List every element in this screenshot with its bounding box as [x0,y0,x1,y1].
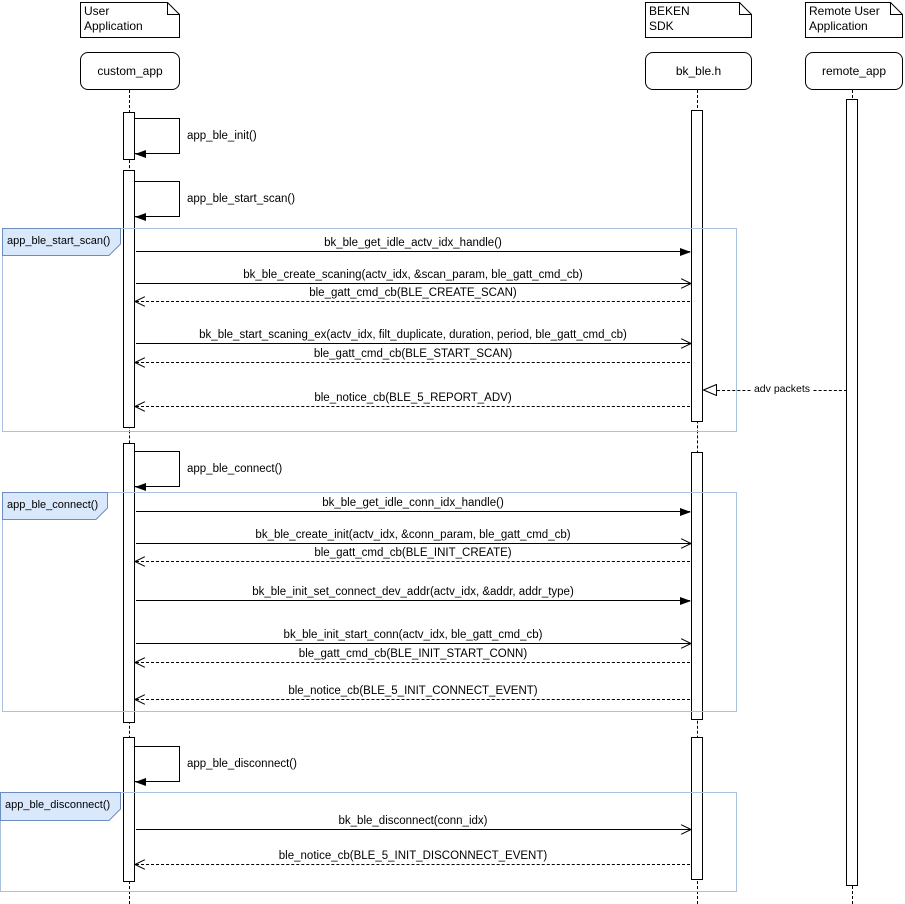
fragment-app-ble-start-scan [2,228,737,432]
message-line [136,643,690,644]
message-line [136,301,690,302]
activation-bar-bk-ble-disconnect [691,737,703,880]
message-label: bk_ble_create_scaning(actv_idx, &scan_pa… [243,269,583,281]
message-line [136,511,690,512]
note-icon [805,2,903,38]
note-line2: Application [84,19,143,33]
note-line2: Application [809,19,868,33]
self-message-app-ble-disconnect: app_ble_disconnect() [135,746,297,786]
participant-label: bk_ble.h [675,64,722,78]
activation-bar-custom-app-disconnect [123,737,135,882]
participant-box-custom-app: custom_app [80,52,180,90]
message-label: ble_gatt_cmd_cb(BLE_INIT_CREATE) [314,547,512,559]
fragment-app-ble-connect [2,492,737,712]
fragment-label-shape-icon [2,228,121,256]
message-label: bk_ble_start_scaning_ex(actv_idx, filt_d… [199,329,627,341]
message-line [136,662,690,663]
message-line [136,699,690,700]
message-label: bk_ble_init_start_conn(actv_idx, ble_gat… [283,629,543,641]
message-line [136,864,690,865]
fragment-label-shape-icon [2,492,108,520]
note-line1: User [84,4,110,18]
message-label: bk_ble_disconnect(conn_idx) [338,815,488,827]
actor-note-remote-user-application: Remote User Application [805,2,903,38]
fragment-label-shape-icon [0,792,121,821]
fragment-label-text: app_ble_start_scan() [7,234,111,247]
message-label: ble_gatt_cmd_cb(BLE_START_SCAN) [313,348,513,360]
self-message-label: app_ble_disconnect() [187,758,297,770]
self-message-app-ble-connect: app_ble_connect() [135,451,282,491]
message-label: ble_gatt_cmd_cb(BLE_INIT_START_CONN) [298,648,528,660]
activation-bar-remote-app [846,99,858,886]
arrowhead-filled-left-icon [135,483,146,491]
note-icon [645,2,752,38]
message-label: adv packets [717,383,847,395]
self-message-app-ble-init: app_ble_init() [135,118,257,158]
message-label: ble_gatt_cmd_cb(BLE_CREATE_SCAN) [309,287,517,299]
participant-label: remote_app [821,64,887,78]
fragment-label-text: app_ble_disconnect() [5,799,111,811]
activation-bar-custom-app-scan [123,170,135,428]
message-line [136,362,690,363]
message-line [136,829,690,830]
message-label: ble_notice_cb(BLE_5_REPORT_ADV) [314,392,512,404]
message-line [136,343,690,344]
activation-bar-custom-app-connect [123,443,135,723]
actor-note-user-application: User Application [80,2,180,38]
arrowhead-filled-right-icon [680,247,691,256]
message-label: ble_notice_cb(BLE_5_INIT_DISCONNECT_EVEN… [278,850,548,862]
message-line [136,283,690,284]
fragment-app-ble-disconnect [0,792,737,892]
arrowhead-hollow-triangle-left-icon [703,384,717,396]
message-line [136,561,690,562]
arrowhead-filled-right-icon [680,596,691,605]
note-line1: BEKEN [649,4,690,18]
note-line1: Remote User [809,4,880,18]
message-label: bk_ble_init_set_connect_dev_addr(actv_id… [252,586,574,598]
activation-bar-custom-app-init [123,112,135,160]
note-line2: SDK [649,19,674,33]
message-line [136,600,690,601]
arrowhead-filled-right-icon [680,507,691,516]
activation-bar-bk-ble-scan [691,110,703,422]
participant-label: custom_app [97,64,163,78]
fragment-label-text: app_ble_connect() [7,498,99,511]
self-message-label: app_ble_init() [187,130,257,142]
self-message-label: app_ble_connect() [187,463,283,475]
activation-bar-bk-ble-connect [691,452,703,720]
message-line [136,406,690,407]
fragment-label-app-ble-disconnect: app_ble_disconnect() [0,792,121,821]
message-label: ble_notice_cb(BLE_5_INIT_CONNECT_EVENT) [288,685,538,697]
message-line [136,543,690,544]
note-icon [80,2,180,38]
message-line [136,251,690,252]
actor-note-beken-sdk: BEKEN SDK [645,2,752,38]
arrowhead-filled-left-icon [135,213,146,221]
participant-box-remote-app: remote_app [805,52,903,90]
message-label: bk_ble_get_idle_actv_idx_handle() [324,237,502,249]
self-message-app-ble-start-scan: app_ble_start_scan() [135,181,295,221]
participant-box-bk-ble-h: bk_ble.h [645,52,752,90]
arrowhead-filled-left-icon [135,778,146,786]
self-message-label: app_ble_start_scan() [187,193,296,205]
fragment-label-app-ble-start-scan: app_ble_start_scan() [2,228,121,256]
message-label: bk_ble_create_init(actv_idx, &conn_param… [255,529,571,541]
fragment-label-app-ble-connect: app_ble_connect() [2,492,108,520]
arrowhead-filled-left-icon [135,150,146,158]
message-label: bk_ble_get_idle_conn_idx_handle() [322,497,504,509]
